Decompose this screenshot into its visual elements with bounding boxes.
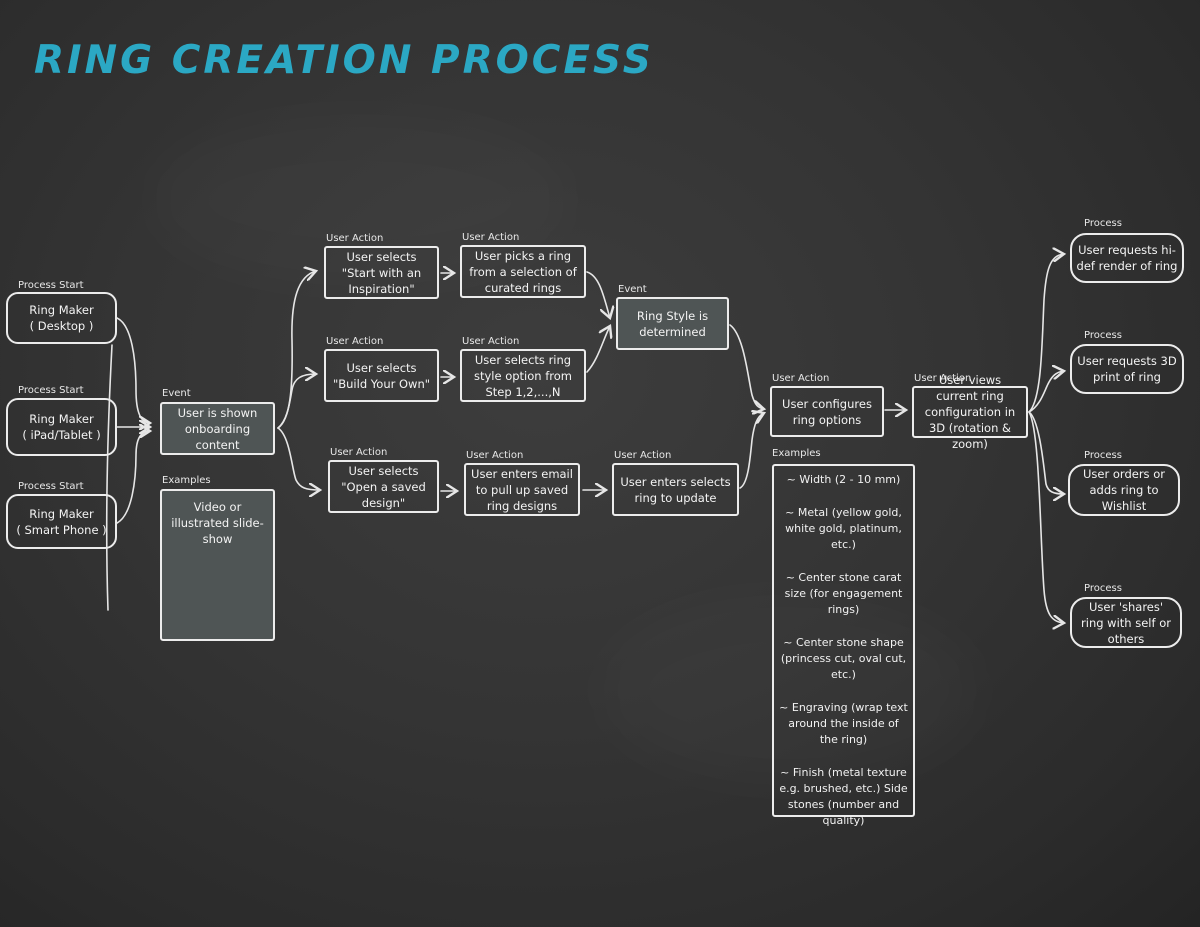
connector — [586, 271, 610, 318]
start-tablet-line2: ( iPad/Tablet ) — [22, 428, 101, 442]
process-label: Process — [1084, 330, 1122, 341]
example-finish: ~ Finish (metal texture e.g. brushed, et… — [779, 766, 908, 827]
onboarding-example: Video or illustrated slide-show — [160, 489, 275, 641]
select-saved-design: User selects "Open a saved design" — [328, 460, 439, 513]
config-examples-list: ~ Width (2 - 10 mm) ~ Metal (yellow gold… — [772, 464, 915, 827]
enter-email: User enters email to pull up saved ring … — [464, 463, 580, 516]
connector — [277, 271, 316, 429]
user-action-label: User Action — [614, 450, 672, 461]
process-label: Process — [1084, 450, 1122, 461]
user-action-label: User Action — [462, 336, 520, 347]
event-label: Event — [618, 284, 647, 295]
example-carat: ~ Center stone carat size (for engagemen… — [784, 571, 903, 616]
start-phone: Ring Maker ( Smart Phone ) — [6, 494, 117, 549]
connector — [1028, 371, 1064, 413]
connector — [1028, 411, 1064, 623]
start-desktop: Ring Maker ( Desktop ) — [6, 292, 117, 344]
connector — [739, 413, 764, 489]
page-title: RING CREATION PROCESS — [34, 38, 654, 83]
user-action-label: User Action — [330, 447, 388, 458]
process-label: Process — [1084, 583, 1122, 594]
connector — [105, 344, 113, 611]
example-width: ~ Width (2 - 10 mm) — [786, 473, 901, 486]
user-action-label: User Action — [466, 450, 524, 461]
select-ring-update: User enters selects ring to update — [612, 463, 739, 516]
select-style-option: User selects ring style option from Step… — [460, 349, 586, 402]
user-action-label: User Action — [326, 233, 384, 244]
process-start-label: Process Start — [18, 481, 84, 492]
user-action-label: User Action — [772, 373, 830, 384]
start-tablet: Ring Maker ( iPad/Tablet ) — [6, 398, 117, 456]
connector — [1028, 254, 1064, 413]
connector — [586, 326, 610, 373]
process-start-label: Process Start — [18, 280, 84, 291]
connector — [729, 324, 764, 409]
process-label: Process — [1084, 218, 1122, 229]
connector — [277, 427, 320, 490]
onboarding-event: User is shown onboarding content — [160, 402, 275, 455]
connector — [116, 431, 150, 524]
process-share: User 'shares' ring with self or others — [1070, 597, 1182, 648]
process-wishlist: User orders or adds ring to Wishlist — [1068, 464, 1180, 516]
start-phone-line1: Ring Maker — [29, 506, 94, 521]
start-tablet-line1: Ring Maker — [29, 412, 94, 426]
event-label: Event — [162, 388, 191, 399]
view-3d: User views current ring configuration in… — [912, 373, 1028, 451]
examples-label: Examples — [772, 448, 821, 459]
connector — [1028, 411, 1064, 494]
examples-label: Examples — [162, 475, 211, 486]
start-phone-line2: ( Smart Phone ) — [16, 522, 107, 537]
start-desktop-line2: ( Desktop ) — [29, 319, 94, 333]
example-metal: ~ Metal (yellow gold, white gold, platin… — [785, 506, 902, 551]
select-build-own: User selects "Build Your Own" — [324, 349, 439, 402]
user-action-label: User Action — [914, 373, 972, 384]
process-hi-def-render: User requests hi-def render of ring — [1070, 233, 1184, 283]
ring-style-event: Ring Style is determined — [616, 297, 729, 350]
example-engraving: ~ Engraving (wrap text around the inside… — [779, 701, 908, 746]
select-inspiration: User selects "Start with an Inspiration" — [324, 246, 439, 299]
example-shape: ~ Center stone shape (princess cut, oval… — [780, 636, 907, 681]
connector — [116, 317, 150, 423]
process-start-label: Process Start — [18, 385, 84, 396]
user-action-label: User Action — [462, 232, 520, 243]
user-action-label: User Action — [326, 336, 384, 347]
configure-options: User configures ring options — [770, 386, 884, 437]
process-3d-print: User requests 3D print of ring — [1070, 344, 1184, 394]
pick-curated: User picks a ring from a selection of cu… — [460, 245, 586, 298]
start-desktop-line1: Ring Maker — [29, 303, 94, 317]
connector — [277, 374, 316, 429]
